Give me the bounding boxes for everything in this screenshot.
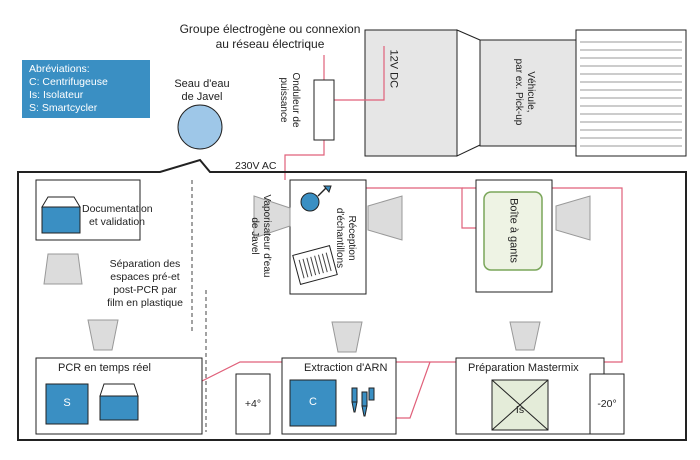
tent-outline <box>17 158 687 441</box>
lamp <box>367 195 403 241</box>
truck-bed-slats <box>580 41 682 147</box>
lamps <box>43 195 591 353</box>
vehicle <box>364 29 687 157</box>
glovebox-label: Boîte à gants <box>507 198 520 263</box>
isolator <box>491 379 549 431</box>
pcr-title: PCR en temps réel <box>58 362 151 374</box>
laptop-icon-pcr <box>99 383 139 421</box>
centrifuge <box>289 379 337 427</box>
centrifuge-label: C <box>309 396 317 408</box>
vehicle-line1: Véhicule, <box>525 71 536 113</box>
abbreviation-item: Is: Isolateur <box>29 89 84 101</box>
inverter-label: Onduleur de puissance <box>277 65 301 135</box>
separation-line: post-PCR par <box>113 284 177 296</box>
inverter-line1: Onduleur de <box>290 72 301 128</box>
vehicle-dc-label: 12V DC <box>387 49 400 89</box>
abbreviation-item: C: Centrifugeuse <box>29 76 108 88</box>
power-source-title: Groupe électrogène ou connexion au résea… <box>160 22 380 52</box>
lamp <box>555 195 591 241</box>
sprayer-icon <box>300 185 332 212</box>
fridge <box>235 373 271 435</box>
vehicle-label: Véhicule, par ex. Pick-up <box>512 42 536 142</box>
pipettes-icon <box>351 387 375 417</box>
bleach-bucket-line2: de Javel <box>181 91 223 103</box>
power-source-line2: au réseau électrique <box>215 37 325 51</box>
separation-label: Séparation des espaces pré-et post-PCR p… <box>100 258 190 310</box>
rna-title: Extraction d'ARN <box>304 362 388 374</box>
vehicle-line2: par ex. Pick-up <box>513 58 524 126</box>
freezer-label: -20° <box>597 398 617 410</box>
lamp <box>87 319 119 351</box>
inverter-box <box>313 79 335 141</box>
sprayer-line1: Vaporisateur d'eau <box>261 194 272 278</box>
inverter-line2: puissance <box>278 77 289 123</box>
laptop-icon-docs <box>41 196 81 234</box>
separation-line: espaces pré-et <box>110 271 180 283</box>
separation-line: film en plastique <box>107 297 183 309</box>
lamp <box>509 321 541 351</box>
sample-reception-line1: Réception <box>346 215 357 261</box>
documentation-label: Documentation et validation <box>82 203 153 229</box>
smartcycler <box>45 383 89 425</box>
glovebox <box>483 191 543 271</box>
sprayer-line2: de Javel <box>249 217 260 255</box>
lamp <box>43 253 83 285</box>
bleach-bucket-label: Seau d'eau de Javel <box>162 78 242 104</box>
smartcycler-label: S <box>63 397 71 409</box>
lamp <box>331 321 363 353</box>
freezer <box>589 373 625 435</box>
lamp <box>253 195 291 239</box>
isolator-label: Is <box>515 404 525 416</box>
separation-line: Séparation des <box>109 258 181 270</box>
abbreviations-heading: Abréviations: <box>29 63 90 75</box>
power-source-line1: Groupe électrogène ou connexion <box>179 22 361 36</box>
abbreviations-box: Abréviations: C: Centrifugeuse Is: Isola… <box>22 60 150 118</box>
documentation-line1: Documentation <box>82 203 153 215</box>
ac-label: 230V AC <box>235 160 277 172</box>
sample-reception-line2: d'échantillons <box>334 207 345 269</box>
sprayer-label: Vaporisateur d'eau de Javel <box>248 181 272 291</box>
sample-rack-icon <box>292 244 338 286</box>
fridge-label: +4° <box>244 398 262 410</box>
bleach-bucket-line1: Seau d'eau <box>174 78 230 90</box>
bleach-bucket <box>177 104 223 150</box>
sample-reception-label: Réception d'échantillons <box>333 193 357 283</box>
documentation-line2: et validation <box>88 216 146 228</box>
abbreviation-item: S: Smartcycler <box>29 102 98 114</box>
mastermix-title: Préparation Mastermix <box>468 362 579 374</box>
